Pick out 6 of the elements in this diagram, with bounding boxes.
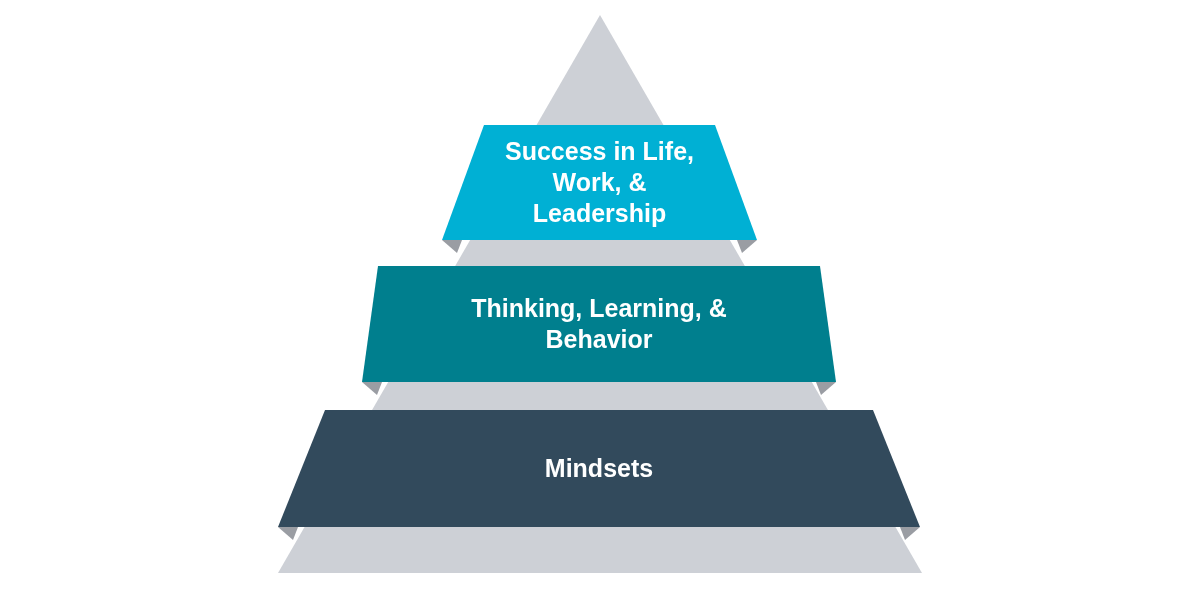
pyramid-tier bbox=[278, 410, 920, 527]
tier-label: Thinking, Learning, & Behavior bbox=[470, 293, 728, 355]
pyramid-tier bbox=[362, 266, 836, 382]
tier-label: Success in Life, Work, & Leadership bbox=[504, 136, 695, 229]
pyramid-tier bbox=[442, 125, 757, 240]
tier-label: Mindsets bbox=[544, 453, 654, 484]
